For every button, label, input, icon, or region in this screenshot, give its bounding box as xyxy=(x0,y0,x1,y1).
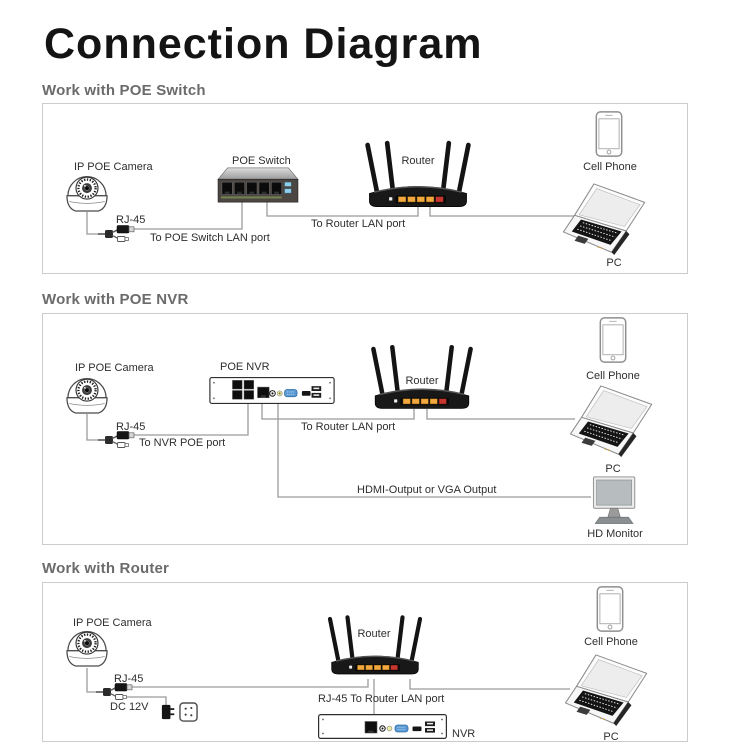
wire-nvr-to-monitor xyxy=(277,404,591,498)
video-output-label: HDMI-Output or VGA Output xyxy=(357,484,497,496)
router-label: Router xyxy=(401,155,435,167)
wire-camera2-to-nvr xyxy=(133,404,249,436)
wire-camera3-drop xyxy=(86,668,97,693)
wire-camera2-drop xyxy=(86,414,99,441)
page-title: Connection Diagram xyxy=(44,20,483,68)
router-label: Router xyxy=(357,628,391,640)
rj45-to-router-label: RJ-45 To Router LAN port xyxy=(318,693,445,705)
cell-phone-label: Cell Phone xyxy=(584,636,638,648)
pc-label: PC xyxy=(603,731,619,743)
cell-phone-icon xyxy=(599,317,627,363)
hd-monitor-icon xyxy=(591,476,639,528)
wire-nvr-to-router2 xyxy=(261,404,415,420)
pc-laptop-icon xyxy=(565,654,649,726)
wire-switch-to-router1 xyxy=(266,202,419,217)
wire-router1-to-pc1 xyxy=(429,206,576,217)
pc-laptop-icon xyxy=(570,385,654,457)
router-icon xyxy=(362,134,474,212)
camera-label: IP POE Camera xyxy=(73,617,152,629)
poe-nvr-icon xyxy=(207,377,337,404)
to-nvr-poe-label: To NVR POE port xyxy=(139,437,226,449)
wire-camera1-to-switch xyxy=(133,202,243,230)
section-heading-poe-nvr: Work with POE NVR xyxy=(42,291,189,308)
power-adapter-outlet-icon xyxy=(160,700,198,724)
wire-router3-to-pc3 xyxy=(409,679,570,690)
cell-phone-icon xyxy=(595,111,623,157)
poe-switch-icon xyxy=(217,166,299,204)
to-switch-lan-label: To POE Switch LAN port xyxy=(150,232,270,244)
cell-phone-icon xyxy=(596,586,624,632)
rj45-label: RJ-45 xyxy=(116,214,146,226)
to-router-lan-label: To Router LAN port xyxy=(311,218,406,230)
nvr-label: NVR xyxy=(452,728,476,740)
section-heading-router: Work with Router xyxy=(42,560,170,577)
poe-switch-label: POE Switch xyxy=(232,155,291,167)
section-heading-poe-switch: Work with POE Switch xyxy=(42,82,206,99)
section-box-poe-switch xyxy=(42,103,688,274)
nvr-icon xyxy=(318,714,447,739)
poe-camera-icon xyxy=(66,367,108,419)
cell-phone-label: Cell Phone xyxy=(586,370,640,382)
cell-phone-label: Cell Phone xyxy=(583,161,637,173)
camera-label: IP POE Camera xyxy=(74,161,153,173)
pc-label: PC xyxy=(605,463,621,475)
wire-router2-to-pc2 xyxy=(426,409,575,420)
dc-12v-label: DC 12V xyxy=(110,701,149,713)
router-icon xyxy=(325,604,425,684)
pc-laptop-icon xyxy=(563,183,647,255)
wire-camera3-to-router3 xyxy=(132,679,369,688)
poe-nvr-label: POE NVR xyxy=(220,361,270,373)
wire-camera1-drop xyxy=(86,212,99,235)
pc-label: PC xyxy=(606,257,622,269)
to-router-lan-label: To Router LAN port xyxy=(301,421,396,433)
rj45-label: RJ-45 xyxy=(116,421,146,433)
hd-monitor-label: HD Monitor xyxy=(587,528,643,540)
wire-splitter3-to-power xyxy=(126,696,167,705)
camera-label: IP POE Camera xyxy=(75,362,154,374)
router-label: Router xyxy=(405,375,439,387)
rj45-label: RJ-45 xyxy=(114,673,144,685)
